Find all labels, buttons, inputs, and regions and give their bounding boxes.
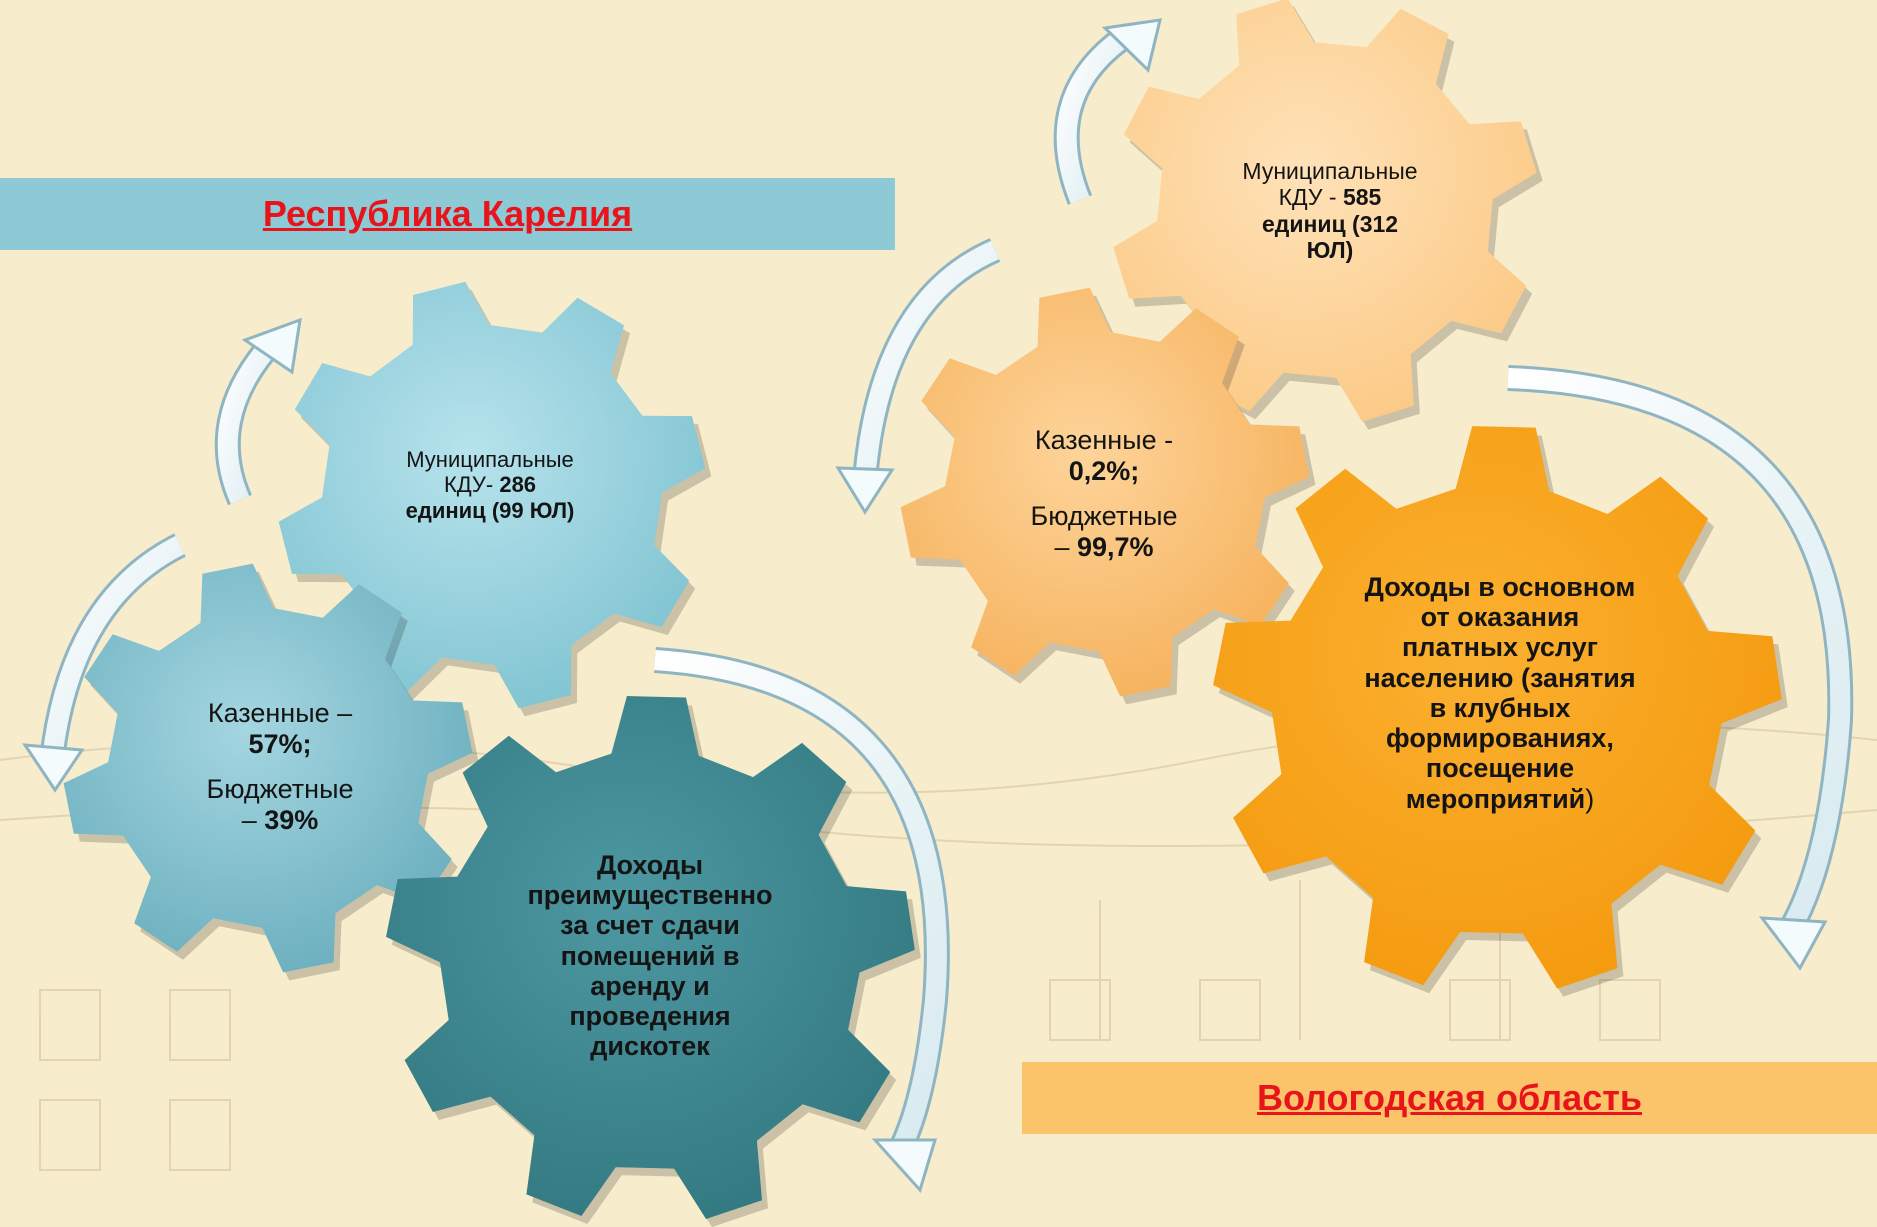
vologda-municipal-legal: ЮЛ) — [1306, 237, 1354, 264]
vologda-budget-prefix: – — [1054, 532, 1077, 563]
vologda-income-line: от оказания — [1420, 602, 1580, 633]
karelia-municipal-prefix: КДУ- — [443, 472, 500, 498]
karelia-title-banner: Республика Карелия — [0, 178, 895, 250]
karelia-title: Республика Карелия — [262, 193, 633, 234]
vologda-budget-value: 99,7% — [1076, 532, 1154, 563]
karelia-arrow-right — [654, 647, 950, 1193]
karelia-income-text: Доходы преимущественно за счет сдачи пом… — [490, 850, 810, 1062]
karelia-income-line: дискотек — [590, 1031, 710, 1062]
karelia-kazennye-value: 57%; — [248, 729, 312, 760]
vologda-title: Вологодская область — [1257, 1077, 1642, 1118]
vologda-budget-line: – 99,7% — [984, 532, 1224, 563]
karelia-types-text: Казенные – 57%; Бюджетные – 39% — [160, 698, 400, 836]
vologda-kazennye-value: 0,2%; — [1068, 456, 1140, 487]
vologda-types-gear — [900, 287, 1310, 697]
vologda-municipal-line4: ЮЛ) — [1200, 237, 1460, 263]
vologda-municipal-prefix: КДУ - — [1278, 184, 1343, 211]
vologda-income-last-line: мероприятий) — [1330, 784, 1670, 814]
vologda-municipal-count: 585 — [1342, 184, 1382, 211]
vologda-kazennye-line: 0,2%; — [984, 456, 1224, 487]
vologda-income-line: Доходы в основном — [1364, 572, 1636, 602]
vologda-budget-label: Бюджетные — [1030, 501, 1178, 532]
gears-layer — [63, 0, 1788, 1227]
karelia-arrow-up — [214, 317, 302, 506]
vologda-municipal-line1: Муниципальные — [1242, 158, 1418, 184]
karelia-municipal-line1: Муниципальные — [406, 447, 574, 472]
karelia-budget-label: Бюджетные — [206, 774, 354, 805]
vologda-income-line: платных услуг — [1401, 632, 1598, 663]
karelia-municipal-line2: КДУ- 286 — [370, 472, 610, 497]
karelia-municipal-gear — [278, 281, 706, 709]
vologda-municipal-gear — [1113, 0, 1537, 422]
vologda-kazennye-label: Казенные - — [1034, 425, 1174, 455]
karelia-income-line: Доходы — [596, 850, 704, 880]
karelia-income-gear — [386, 696, 915, 1219]
arrows-layer — [22, 18, 1854, 1193]
vologda-arrow-up — [1053, 18, 1162, 205]
vologda-types-text: Казенные - 0,2%; Бюджетные – 99,7% — [984, 425, 1224, 563]
vologda-arrow-left — [835, 238, 1001, 515]
karelia-types-gear — [63, 563, 473, 973]
vologda-municipal-line3: единиц (312 — [1200, 211, 1460, 237]
vologda-income-line: в клубных — [1429, 692, 1571, 723]
vologda-municipal-text: Муниципальные КДУ - 585 единиц (312 ЮЛ) — [1200, 158, 1460, 264]
karelia-municipal-count: 286 — [499, 472, 537, 498]
karelia-municipal-text: Муниципальные КДУ- 286 единиц (99 ЮЛ) — [370, 447, 610, 523]
vologda-arrow-right — [1507, 365, 1854, 971]
karelia-budget-value: 39% — [264, 805, 319, 836]
karelia-income-line: преимущественно — [527, 880, 773, 911]
karelia-kazennye-label: Казенные – — [207, 698, 353, 728]
vologda-income-line: формированиях, — [1386, 723, 1614, 754]
vologda-income-text: Доходы в основном от оказания платных ус… — [1330, 572, 1670, 814]
vologda-title-banner: Вологодская область — [1022, 1062, 1877, 1134]
karelia-income-line: помещений в — [560, 940, 740, 971]
vologda-income-line: мероприятий — [1405, 783, 1586, 814]
spacer — [984, 487, 1224, 501]
karelia-income-line: проведения — [569, 1001, 731, 1032]
vologda-income-tail: ) — [1585, 783, 1595, 814]
spacer — [160, 760, 400, 774]
vologda-income-line: населению (занятия — [1364, 662, 1636, 693]
karelia-arrow-left — [22, 533, 186, 793]
karelia-kazennye-line: 57%; — [160, 729, 400, 760]
vologda-municipal-units: единиц (312 — [1261, 210, 1399, 237]
karelia-income-line: за счет сдачи — [560, 910, 740, 941]
vologda-income-gear — [1213, 426, 1782, 989]
karelia-budget-prefix: – — [241, 805, 265, 836]
karelia-municipal-line3: единиц (99 ЮЛ) — [370, 498, 610, 523]
vologda-income-line: посещение — [1425, 753, 1575, 784]
karelia-budget-line: – 39% — [160, 805, 400, 836]
karelia-municipal-units: единиц (99 ЮЛ) — [405, 497, 575, 523]
vologda-municipal-line2: КДУ - 585 — [1200, 184, 1460, 210]
karelia-income-line: аренду и — [590, 970, 710, 1001]
